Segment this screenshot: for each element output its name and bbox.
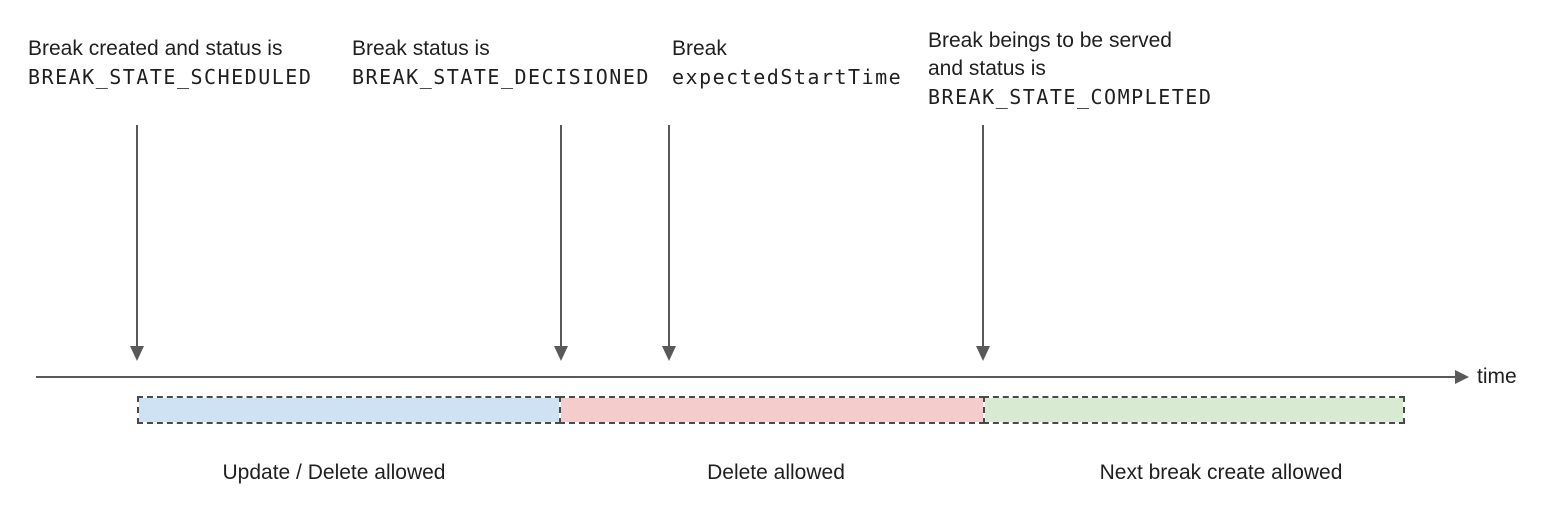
annotation-break-completed-code: BREAK_STATE_COMPLETED — [928, 85, 1213, 109]
time-axis-arrow-right-icon — [1455, 370, 1469, 384]
segment-label-update-delete-allowed: Update / Delete allowed — [222, 461, 446, 484]
event-arrow-decisioned — [554, 125, 568, 361]
annotation-break-decisioned: Break status is BREAK_STATE_DECISIONED — [352, 35, 650, 91]
arrow-shaft — [668, 125, 670, 346]
event-arrow-expected-start — [662, 125, 676, 361]
annotation-break-scheduled-text: Break created and status is — [28, 37, 283, 60]
arrow-down-icon — [130, 346, 144, 361]
time-axis-label: time — [1477, 365, 1517, 388]
annotation-expected-start-time-code: expectedStartTime — [672, 65, 903, 89]
arrow-shaft — [136, 125, 138, 346]
annotation-break-scheduled: Break created and status is BREAK_STATE_… — [28, 35, 312, 91]
annotation-break-completed-text-1: Break beings to be served — [928, 29, 1172, 52]
arrow-down-icon — [662, 346, 676, 361]
annotation-break-decisioned-text: Break status is — [352, 37, 490, 60]
annotation-break-completed: Break beings to be served and status is … — [928, 27, 1212, 111]
annotation-break-scheduled-code: BREAK_STATE_SCHEDULED — [28, 65, 313, 89]
event-arrow-completed — [976, 125, 990, 361]
annotation-break-completed-text-2: and status is — [928, 57, 1046, 80]
annotation-expected-start-time: Break expectedStartTime — [672, 35, 902, 91]
segment-delete-allowed — [559, 396, 985, 424]
arrow-down-icon — [976, 346, 990, 361]
segment-label-next-break-create-allowed: Next break create allowed — [1099, 461, 1343, 484]
segment-next-break-create-allowed — [983, 396, 1405, 424]
time-axis-line — [36, 376, 1456, 378]
arrow-shaft — [982, 125, 984, 346]
annotation-break-decisioned-code: BREAK_STATE_DECISIONED — [352, 65, 650, 89]
arrow-shaft — [560, 125, 562, 346]
annotation-expected-start-time-text: Break — [672, 37, 727, 60]
segment-label-delete-allowed: Delete allowed — [707, 461, 845, 484]
arrow-down-icon — [554, 346, 568, 361]
event-arrow-scheduled — [130, 125, 144, 361]
segment-update-delete-allowed — [137, 396, 561, 424]
